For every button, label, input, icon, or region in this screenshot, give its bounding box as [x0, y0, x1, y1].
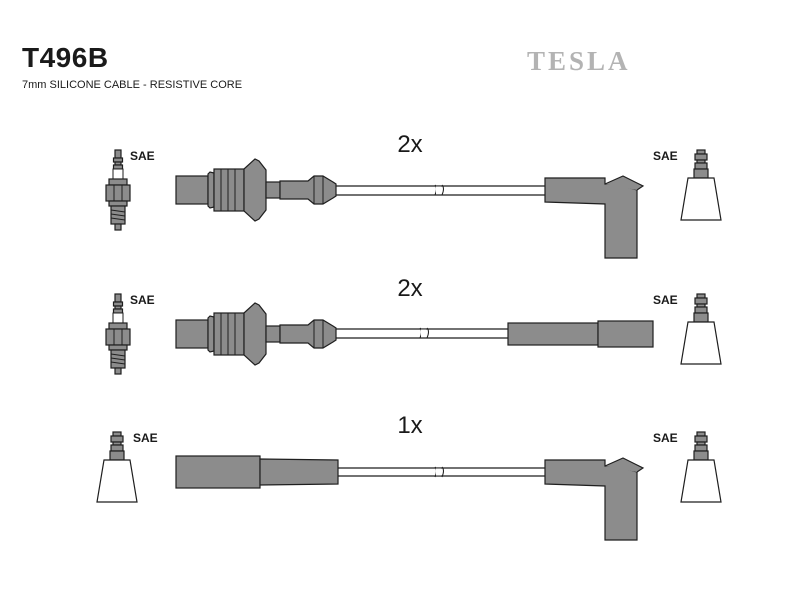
spark-plug-icon	[105, 149, 131, 231]
straight-distributor-boot-icon	[507, 320, 654, 348]
cable-spec: 7mm SILICONE CABLE - RESISTIVE CORE	[22, 79, 243, 91]
lead-row-3: 1x SAE SAE	[96, 412, 722, 541]
coil-terminal-icon	[96, 431, 138, 503]
lead-3-left-sae-label: SAE	[133, 431, 158, 445]
lead-1-quantity: 2x	[397, 131, 422, 158]
lead-1-right-sae-label: SAE	[653, 149, 678, 163]
lead-row-1: 2x SAE SAE	[105, 131, 722, 259]
lead-2-quantity: 2x	[397, 275, 422, 302]
angled-distributor-boot-icon	[544, 175, 644, 259]
lead-row-2: 2x SAE SAE	[105, 275, 722, 375]
lead-3-quantity: 1x	[397, 412, 422, 439]
angled-distributor-boot-icon	[544, 457, 644, 541]
ribbed-plug-boot-icon	[175, 158, 337, 222]
lead-2-right-sae-label: SAE	[653, 293, 678, 307]
part-number: T496B	[22, 42, 109, 73]
straight-coil-boot-icon	[175, 455, 339, 489]
ribbed-plug-boot-icon	[175, 302, 337, 366]
lead-1-left-sae-label: SAE	[130, 149, 155, 163]
distributor-terminal-icon	[680, 149, 722, 221]
distributor-terminal-icon	[680, 431, 722, 503]
spark-plug-icon	[105, 293, 131, 375]
brand-logo: TESLA	[527, 46, 631, 76]
lead-3-right-sae-label: SAE	[653, 431, 678, 445]
distributor-terminal-icon	[680, 293, 722, 365]
lead-2-left-sae-label: SAE	[130, 293, 155, 307]
